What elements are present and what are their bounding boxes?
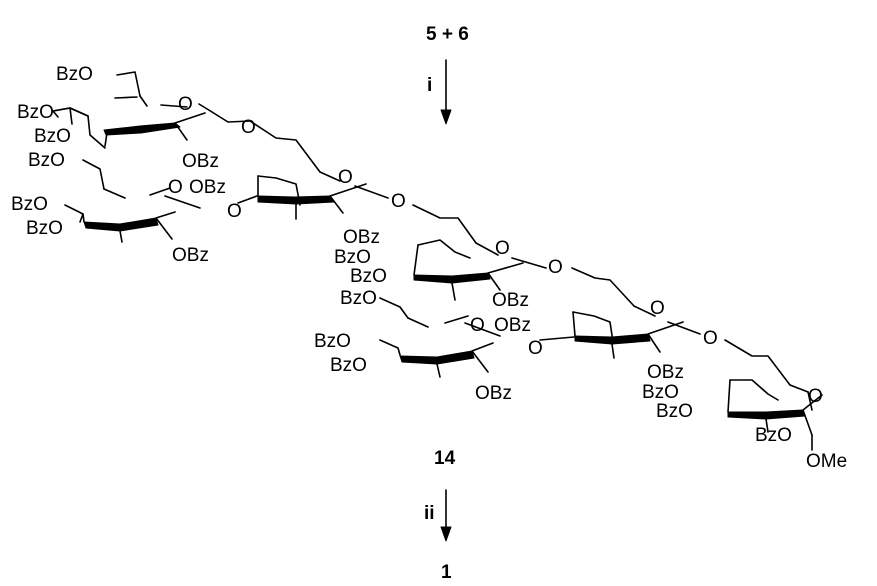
intermediate-label: 14: [434, 448, 456, 469]
ring-1: O BzO BzO BzO OBz O: [17, 64, 256, 172]
arrow-step-2: [440, 489, 452, 542]
ring-7-c4-substituent: BzO: [642, 382, 679, 403]
ring-4-glycosidic-oxygen: O: [548, 257, 563, 278]
ring-4-oxygen: O: [495, 238, 510, 259]
step-1-label: i: [427, 75, 432, 96]
ring-2-c4-substituent: BzO: [11, 194, 48, 215]
ring-1-c6-substituent: BzO: [56, 64, 93, 85]
ring-2-oxygen: O: [168, 177, 183, 198]
ring-4-c3-substituent: BzO: [350, 266, 387, 287]
arrow-step-1: [440, 59, 452, 125]
ring-3: O OBz O OBz O: [189, 120, 406, 248]
ring-7: O BzO BzO BzO OMe: [642, 339, 847, 472]
ring-4-c4-substituent: BzO: [334, 247, 371, 268]
ring-6-glycosidic-oxygen: O: [703, 328, 718, 349]
ring-6-c2-substituent: OBz: [647, 362, 684, 383]
ring-4-c2-substituent: OBz: [492, 290, 529, 311]
ring-7-c2-substituent: BzO: [755, 425, 792, 446]
ring-3-oxygen: O: [338, 167, 353, 188]
ring-1-oxygen: O: [178, 94, 193, 115]
ring-6: O OBz O OBz O: [494, 267, 718, 383]
ring-5-c3-substituent: BzO: [330, 355, 367, 376]
ring-5-oxygen: O: [470, 315, 485, 336]
ring-7-oxygen: O: [808, 386, 823, 407]
ring-2-c3-substituent: BzO: [26, 218, 63, 239]
ring-5-c6-substituent: BzO: [340, 288, 377, 309]
ring-1-c3-substituent: BzO: [34, 126, 71, 147]
ring-5: BzO BzO BzO O OBz: [314, 288, 512, 404]
ring-7-c3-substituent: BzO: [656, 401, 693, 422]
ring-3-c2-substituent: OBz: [343, 227, 380, 248]
ring-6-c3-oxygen: O: [528, 338, 543, 359]
ring-5-c2-substituent: OBz: [475, 383, 512, 404]
reactants-label: 5 + 6: [426, 24, 469, 45]
ring-6-c4-substituent: OBz: [494, 315, 531, 336]
ring-5-c4-substituent: BzO: [314, 331, 351, 352]
ring-3-glycosidic-oxygen: O: [391, 191, 406, 212]
ring-1-c2-substituent: OBz: [182, 151, 219, 172]
ring-3-c4-substituent: OBz: [189, 177, 226, 198]
ring-1-glycosidic-oxygen: O: [241, 117, 256, 138]
ring-4: O BzO BzO OBz O: [334, 204, 563, 311]
ring-1-c4-substituent: BzO: [17, 102, 54, 123]
ring-2-c6-substituent: BzO: [28, 150, 65, 171]
ring-6-oxygen: O: [650, 298, 665, 319]
ring-3-c3-oxygen: O: [227, 201, 242, 222]
step-2-label: ii: [424, 503, 435, 524]
ring-2: BzO BzO BzO O OBz: [11, 150, 209, 266]
product-label: 1: [441, 562, 452, 583]
ring-2-c2-substituent: OBz: [172, 245, 209, 266]
ring-7-c1-substituent: OMe: [806, 451, 847, 472]
